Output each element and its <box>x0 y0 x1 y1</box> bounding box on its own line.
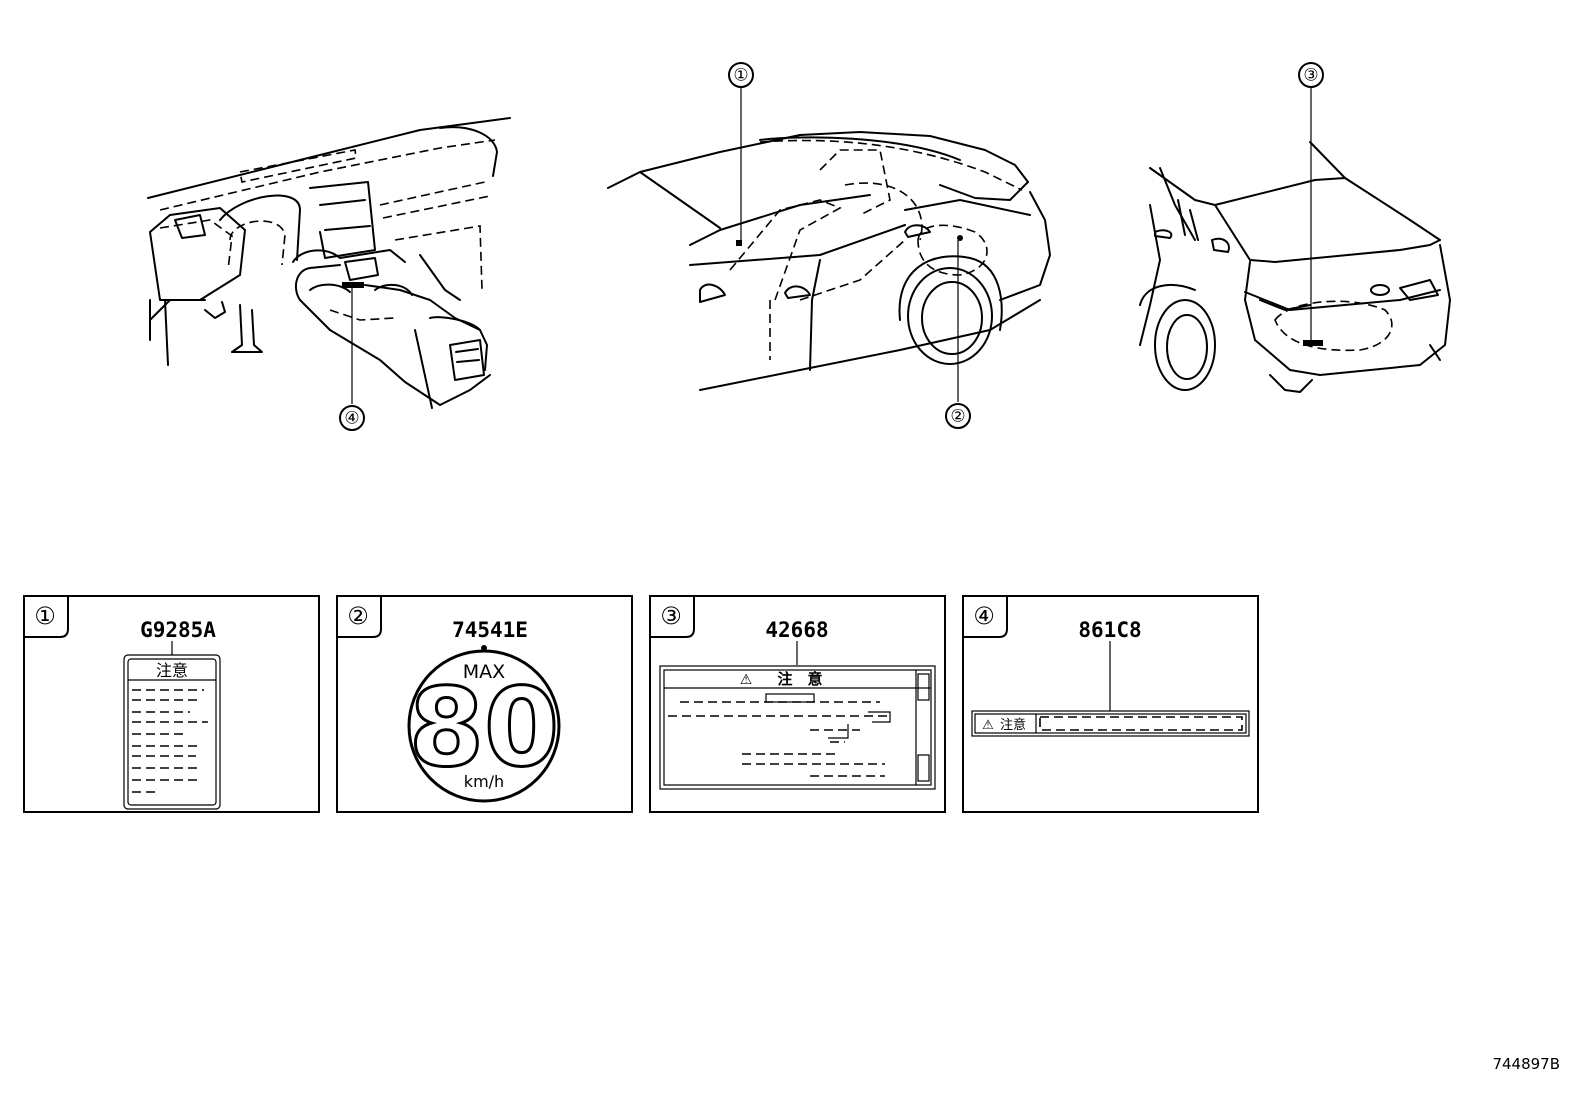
panel-2-speed-value: 80 <box>409 666 559 791</box>
panel-4-label-heading: 注意 <box>1000 717 1026 733</box>
panel-4-warning-symbol: ⚠ <box>982 718 994 733</box>
callout-leaders <box>351 88 1312 404</box>
callout-4: ④ <box>339 405 365 431</box>
panel-3-index: ③ <box>660 602 682 630</box>
panel-3-text-lines <box>668 693 891 777</box>
callout-3-text: ③ <box>1303 66 1318 86</box>
panel-4-index: ④ <box>973 602 995 630</box>
panel-1-label-heading: 注意 <box>156 661 188 680</box>
label-panel-3: ③ 42668 ⚠ 注 意 <box>649 595 946 813</box>
panel-2-part-number: 74541E <box>452 618 528 642</box>
callout-2: ② <box>945 403 971 429</box>
callout-1: ① <box>728 62 754 88</box>
panel-3-label-heading: 注 意 <box>777 670 822 688</box>
panel-3-part-number: 42668 <box>765 618 828 642</box>
panel-1-text-lines <box>132 689 208 793</box>
label-panel-1: ① G9285A 注意 <box>23 595 320 813</box>
panel-1-index: ① <box>34 602 56 630</box>
diagram-reference-number: 744897B <box>1492 1055 1560 1073</box>
car-rear-illustration <box>1139 141 1451 393</box>
callout-4-text: ④ <box>344 409 359 429</box>
panel-2-index: ② <box>347 602 369 630</box>
panel-2-max-text: MAX <box>463 661 505 683</box>
label-panel-4: ④ 861C8 ⚠ 注意 <box>962 595 1259 813</box>
label-panel-2: ② 74541E MAX 80 km/h <box>336 595 633 813</box>
panel-3-warning-symbol: ⚠ <box>740 672 753 688</box>
callout-3: ③ <box>1298 62 1324 88</box>
dashboard-illustration <box>147 117 511 409</box>
car-side-illustration <box>607 131 1051 391</box>
callout-1-text: ① <box>733 66 748 86</box>
callout-2-text: ② <box>950 407 965 427</box>
panel-4-part-number: 861C8 <box>1078 618 1141 642</box>
panel-1-part-number: G9285A <box>140 618 216 642</box>
panel-2-unit: km/h <box>464 772 504 791</box>
